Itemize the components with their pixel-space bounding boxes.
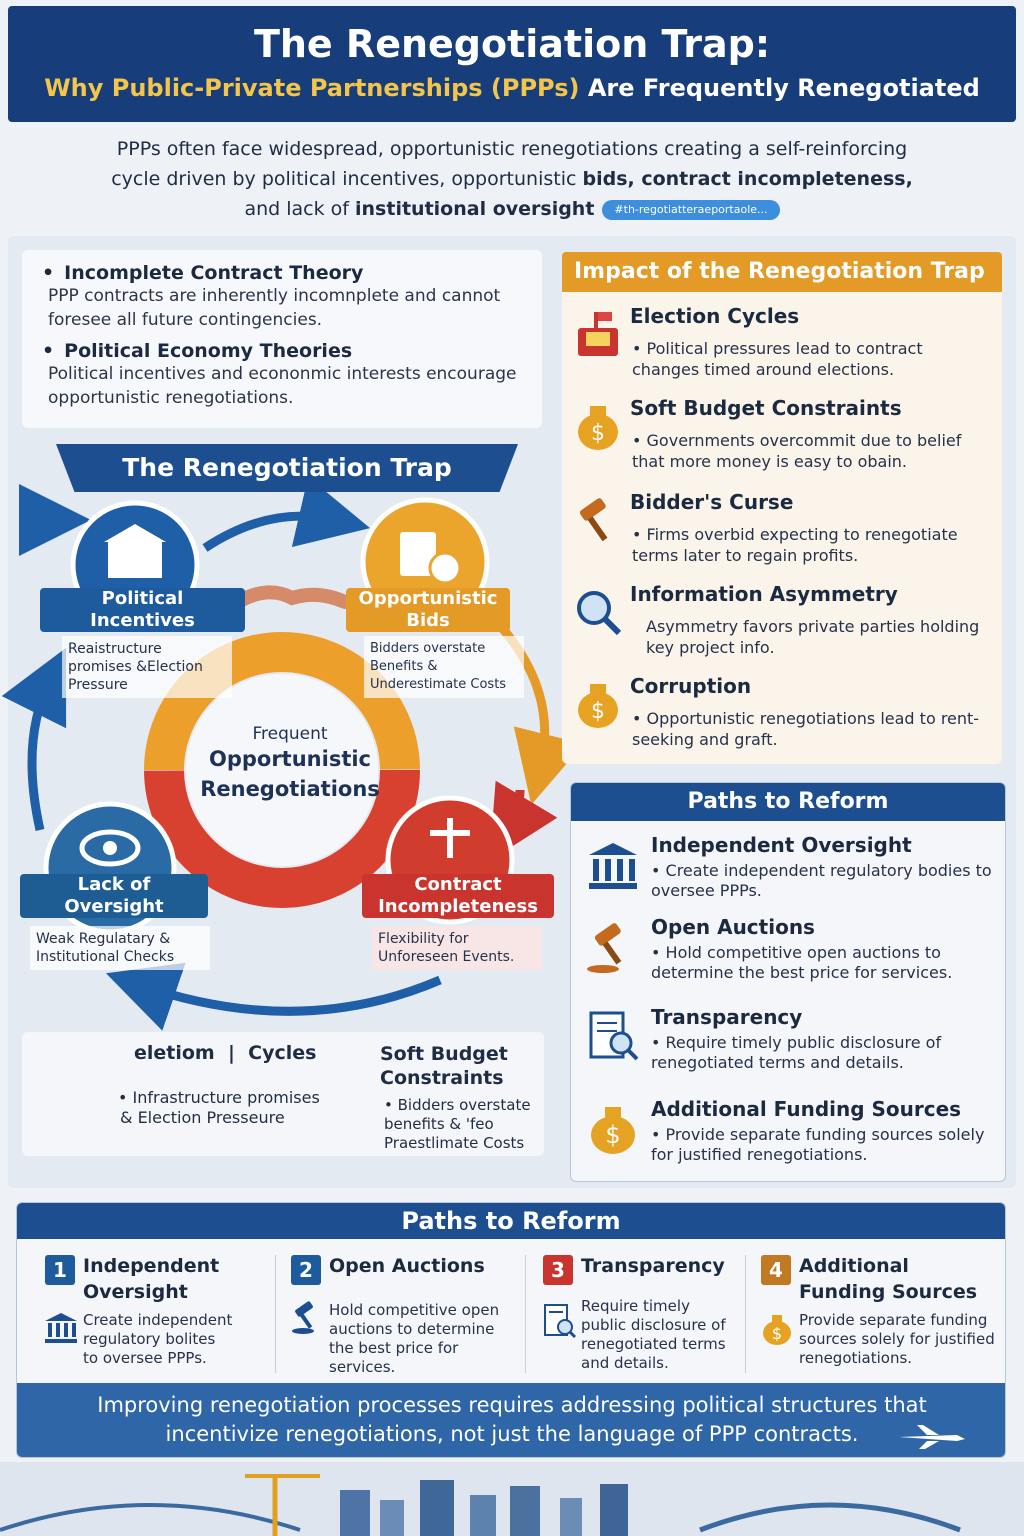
- money-bag-icon: $: [578, 406, 618, 450]
- center-label: Frequent Opportunistic Renegotiations: [200, 724, 380, 801]
- paths-reform-panel: Paths to Reform Independent Oversight • …: [570, 782, 1006, 1182]
- svg-text:$: $: [772, 1324, 782, 1343]
- lack-of-oversight-desc: Weak Regulatary &Institutional Checks: [30, 926, 210, 970]
- magnifier-icon: [577, 591, 622, 636]
- svg-text:$: $: [605, 1121, 620, 1149]
- page-title: The Renegotiation Trap:: [253, 22, 771, 66]
- theory-desc: Political incentives and econonmic inter…: [48, 364, 517, 408]
- impact-heading: Impact of the Renegotiation Trap: [562, 252, 1002, 292]
- arrow-contract-to-oversight: [105, 962, 442, 1031]
- center-ring-orange: [144, 632, 420, 908]
- airplane-icon: [899, 1425, 965, 1449]
- document-search-icon: [544, 1304, 577, 1339]
- svg-text:$: $: [591, 699, 605, 724]
- bridge-right: [699, 1502, 961, 1533]
- theory-title: Political Economy Theories: [42, 340, 522, 362]
- money-bag-icon: $: [578, 684, 618, 728]
- subtitle-part2: Are Frequently Renegotiated: [587, 74, 980, 102]
- trap-banner: The Renegotiation Trap: [56, 444, 518, 492]
- institution-icon: [589, 843, 637, 889]
- paths-heading: Paths to Reform: [571, 783, 1005, 821]
- eye-icon: [79, 829, 141, 867]
- arrow-oversight-to-political: [1, 647, 67, 831]
- header-banner: The Renegotiation Trap: Why Public-Priva…: [8, 6, 1016, 122]
- hashtag-badge[interactable]: #th-regotiatteraeportaole...: [602, 199, 780, 220]
- theories-box: Incomplete Contract Theory PPP contracts…: [22, 250, 542, 428]
- impact-panel: Impact of the Renegotiation Trap Electio…: [562, 252, 1002, 764]
- cycle-summary-box: eletiom | Cycles • Infrastructure promis…: [22, 1032, 544, 1156]
- center-ring-red: [144, 632, 420, 908]
- bridge: [0, 1503, 301, 1532]
- page-subtitle: Why Public-Private Partnerships (PPPs) A…: [8, 74, 1016, 102]
- ballot-box-icon: [578, 312, 618, 356]
- gavel-icon: [579, 498, 608, 542]
- money-bag-icon: $: [763, 1315, 791, 1345]
- handshake-icon: [231, 585, 352, 609]
- bottom-paths-heading: Paths to Reform: [17, 1203, 1005, 1239]
- arrow-political-to-bids: [202, 476, 371, 552]
- document-search-icon: [589, 1011, 639, 1061]
- institution-icon: [45, 1313, 77, 1343]
- conclusion-banner: Improving renegotiation processes requir…: [17, 1383, 1005, 1457]
- intro-line2: cycle driven by political incentives, op…: [111, 168, 913, 190]
- money-bag-icon: $: [591, 1107, 635, 1154]
- svg-text:$: $: [591, 421, 605, 446]
- intro-line1: PPPs often face widespread, opportunisti…: [116, 138, 908, 160]
- subtitle-part1: Why Public-Private Partnerships (PPPs): [44, 74, 580, 102]
- intro-text: PPPs often face widespread, opportunisti…: [30, 134, 994, 224]
- intro-line3: and lack of institutional oversight#th-r…: [30, 194, 994, 224]
- cycle-left-desc: • Infrastructure promises& Election Pres…: [118, 1088, 320, 1127]
- arrow-contract-side: [489, 780, 558, 861]
- theory-desc: PPP contracts are inherently incomnplete…: [48, 286, 501, 330]
- gavel-icon: [292, 1301, 314, 1334]
- cycle-left-title: eletiom | Cycles: [134, 1042, 317, 1064]
- theory-title: Incomplete Contract Theory: [42, 262, 522, 284]
- center-disc: [186, 674, 378, 866]
- gavel-icon: [587, 923, 622, 973]
- document-dollar-icon: [400, 532, 436, 576]
- building-icon: [108, 540, 162, 578]
